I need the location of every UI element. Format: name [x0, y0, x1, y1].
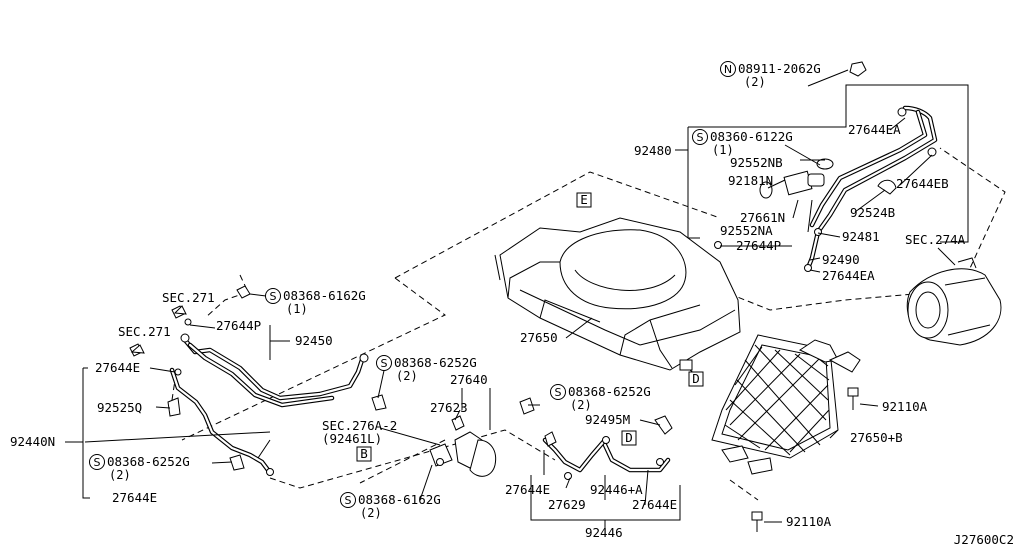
box-label-b: B [356, 446, 372, 462]
label-27644ea-bottom: 27644EA [822, 268, 875, 283]
label-27644e-upper: 27644E [95, 360, 140, 375]
arrow-icon [130, 344, 145, 354]
part-qty: (1) [712, 143, 734, 157]
label-27644p-right: 27644P [736, 238, 781, 253]
label-27644e-right: 27644E [632, 497, 677, 512]
box-label-d-upper: D [688, 371, 704, 387]
part-qty: (2) [396, 369, 418, 383]
part-number: 08360-6122G [710, 129, 793, 144]
components-center [429, 397, 535, 477]
part-qty: (1) [286, 302, 308, 316]
part-number: 08368-6252G [568, 384, 651, 399]
label-sec-274a: SEC.274A [905, 232, 966, 247]
label-92461l: (92461L) [322, 431, 382, 446]
bolt-92110a-lower [751, 511, 782, 532]
part-number: 08368-6162G [358, 492, 441, 507]
svg-text:S: S [345, 494, 352, 507]
box-label-d-lower: D [621, 430, 637, 446]
screw-symbol-icon [692, 129, 708, 145]
label-27644e-lower: 27644E [112, 490, 157, 505]
label-sec-276a-2: SEC.276A-2 [322, 418, 397, 433]
label-92446-a: 92446+A [590, 482, 643, 497]
svg-text:S: S [555, 386, 562, 399]
pipe-92450 [180, 318, 369, 408]
compressor [906, 247, 1002, 346]
label-92440n: 92440N [10, 434, 55, 449]
grille-27650-b [711, 334, 861, 475]
svg-text:S: S [270, 290, 277, 303]
diagram-id: J27600C2 [954, 532, 1014, 547]
svg-text:B: B [360, 446, 368, 461]
pipe-92446 [542, 415, 673, 480]
bolt-92110a-upper [847, 387, 879, 410]
svg-text:E: E [580, 192, 588, 207]
label-92450: 92450 [295, 333, 333, 348]
label-08911-2062g: N 08911-2062G (2) [720, 61, 821, 89]
dashed-boundaries [171, 147, 1006, 501]
label-27644eb: 27644EB [896, 176, 949, 191]
label-08368-6252g-a: S 08368-6252G (2) [376, 355, 477, 383]
label-08368-6252g-c: S 08368-6252G (2) [89, 454, 190, 482]
label-92552nb: 92552NB [730, 155, 783, 170]
leader-lines [65, 117, 933, 530]
label-08368-6162g-2: S 08368-6162G (2) [340, 492, 441, 520]
part-qty: (2) [744, 75, 766, 89]
screw-symbol-icon [89, 454, 105, 470]
label-92110a-upper: 92110A [882, 399, 928, 414]
label-27644p-left: 27644P [216, 318, 261, 333]
svg-text:S: S [94, 456, 101, 469]
screw-symbol-icon [265, 288, 281, 304]
label-92181n: 92181N [728, 173, 773, 188]
label-92481: 92481 [842, 229, 880, 244]
part-number: 08911-2062G [738, 61, 821, 76]
nut-symbol-icon [720, 61, 736, 77]
label-27644e-center: 27644E [505, 482, 550, 497]
screw-symbol-icon [550, 384, 566, 400]
label-27623: 27623 [430, 400, 468, 415]
part-number: 08368-6252G [107, 454, 190, 469]
label-27629: 27629 [548, 497, 586, 512]
label-08368-6162g-1: S 08368-6162G (1) [265, 288, 366, 316]
label-92110a-lower: 92110A [786, 514, 832, 529]
label-92446: 92446 [585, 525, 623, 540]
label-92524b: 92524B [850, 205, 895, 220]
label-92495m: 92495M [585, 412, 630, 427]
screw-symbol-icon [376, 355, 392, 371]
part-number: 08368-6252G [394, 355, 477, 370]
svg-text:D: D [692, 371, 700, 386]
label-27661n: 27661N [740, 210, 785, 225]
screw-symbol-icon [340, 492, 356, 508]
evaporator-unit-27650 [494, 217, 741, 371]
label-27650-b: 27650+B [850, 430, 903, 445]
pipe-92481 [714, 61, 938, 272]
label-92525q: 92525Q [97, 400, 142, 415]
label-08360-6122g: S 08360-6122G (1) [692, 129, 793, 157]
svg-text:S: S [381, 357, 388, 370]
label-sec-271-upper: SEC.271 [162, 290, 215, 305]
part-qty: (2) [360, 506, 382, 520]
part-qty: (2) [570, 398, 592, 412]
svg-text:D: D [625, 430, 633, 445]
box-label-e: E [576, 192, 592, 208]
label-sec-271-lower: SEC.271 [118, 324, 171, 339]
label-92490: 92490 [822, 252, 860, 267]
svg-text:S: S [697, 131, 704, 144]
nut-symbol-letter: N [724, 63, 732, 76]
label-08368-6252g-b: S 08368-6252G (2) [550, 384, 651, 412]
label-92552na: 92552NA [720, 223, 773, 238]
label-27644ea-top: 27644EA [848, 122, 901, 137]
label-92480: 92480 [634, 143, 672, 158]
label-27640: 27640 [450, 372, 488, 387]
pipe-92440n [169, 367, 274, 476]
part-qty: (2) [109, 468, 131, 482]
label-27650: 27650 [520, 330, 558, 345]
arrow-icon [173, 305, 187, 315]
part-number: 08368-6162G [283, 288, 366, 303]
